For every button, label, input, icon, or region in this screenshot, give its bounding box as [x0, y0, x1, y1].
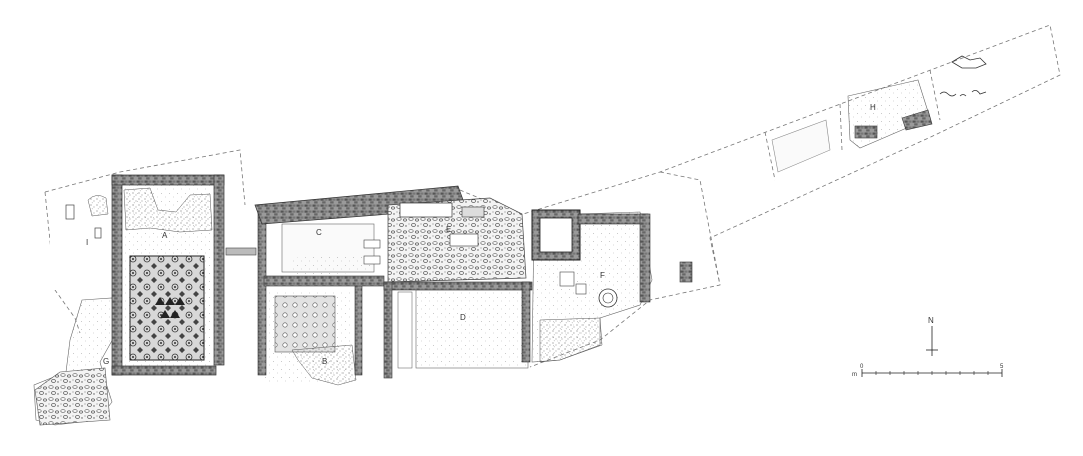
label-b: B — [322, 357, 327, 366]
label-e: E — [446, 225, 451, 234]
room-c — [254, 185, 467, 287]
room-labels: I A G B C D E F H — [86, 103, 876, 366]
room-i — [50, 195, 112, 290]
label-g: G — [103, 357, 109, 366]
room-a — [111, 174, 257, 376]
room-g — [33, 297, 119, 426]
scale-start: 0 — [860, 364, 864, 370]
scale-bar: m 0 5 — [852, 364, 1004, 378]
label-i: I — [86, 238, 88, 247]
room-d — [383, 281, 533, 379]
label-a: A — [162, 231, 168, 240]
north-label: N — [928, 316, 934, 325]
room-h — [771, 55, 987, 173]
label-d: D — [460, 313, 466, 322]
room-b — [257, 204, 363, 386]
north-arrow: N — [926, 316, 938, 356]
label-f: F — [600, 271, 605, 280]
scale-unit: m — [852, 372, 857, 378]
scale-end: 5 — [1000, 364, 1004, 370]
room-e — [387, 197, 527, 283]
room-f — [531, 209, 693, 363]
label-c: C — [316, 228, 322, 237]
label-h: H — [870, 103, 876, 112]
